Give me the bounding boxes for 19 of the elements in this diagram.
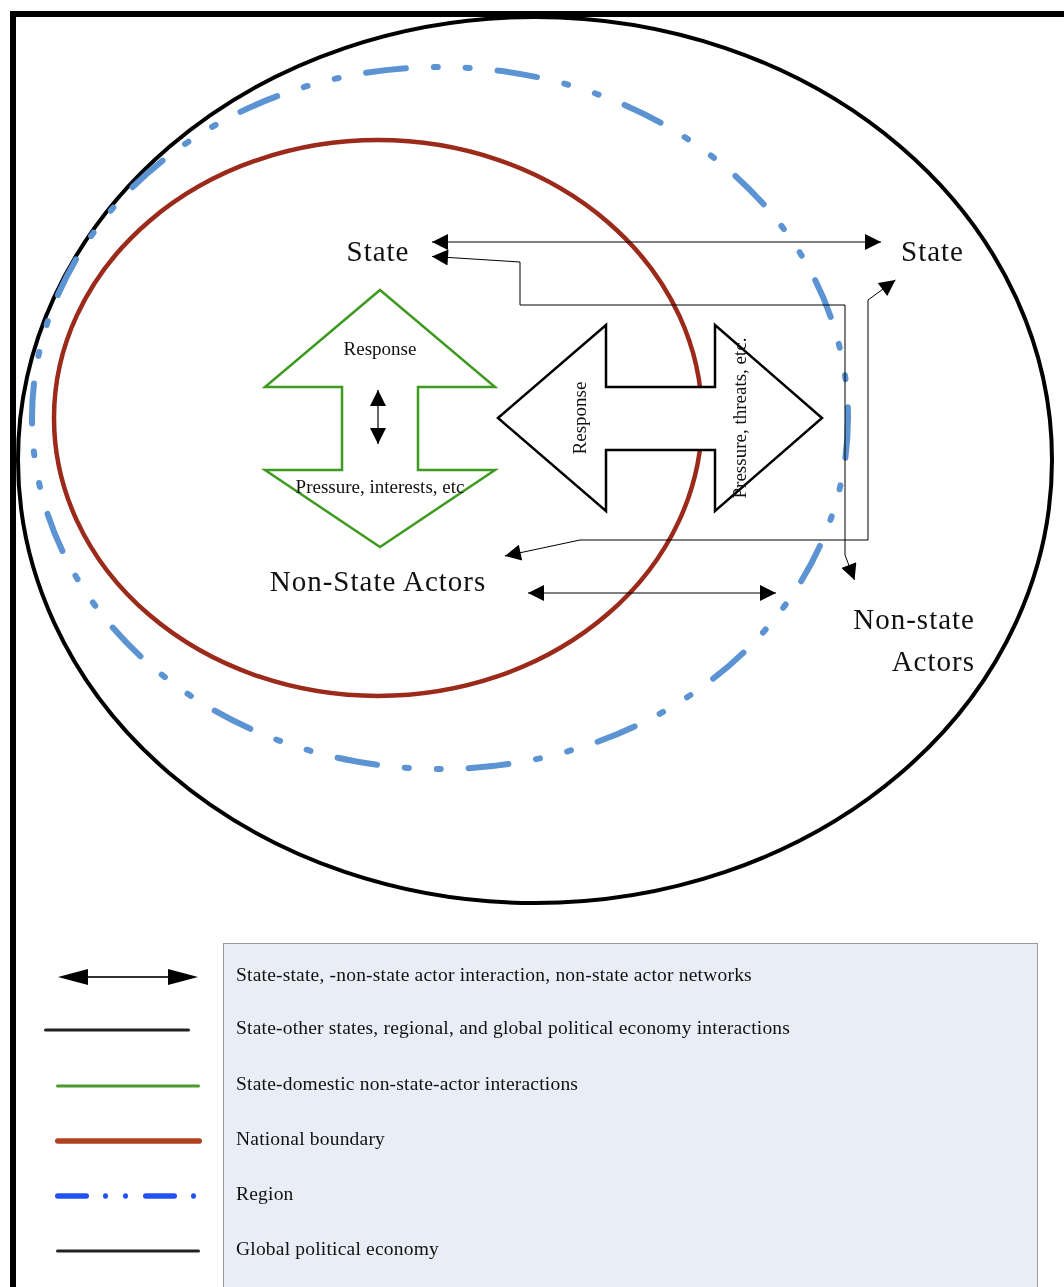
actor-label: Non-state Actors [852,602,975,680]
double-arrow-shape [494,321,826,515]
arrow-text: Pressure, threats, etc. [729,337,751,499]
legend-text: State-state, -non-state actor interaction, non-state actor networks [236,964,752,986]
double-arrow [431,249,857,581]
double-arrow [504,279,896,561]
legend-text: State-other states, regional, and global political economy interactions [236,1017,791,1039]
actor-label: State [345,234,411,269]
arrow-text: Pressure, interests, etc [295,476,465,498]
actor-label: State [900,234,965,269]
legend-text: Region [236,1183,294,1205]
actor-label: Non-State Actors [268,564,488,599]
double-arrow [431,234,882,250]
legend-text: State-domestic non-state-actor interactions [236,1073,579,1095]
legend-text: National boundary [236,1128,386,1150]
legend-text: Global political economy [236,1238,439,1260]
arrow-text: Response [569,381,591,455]
arrow-text: Response [343,338,417,360]
double-arrow [527,585,777,601]
